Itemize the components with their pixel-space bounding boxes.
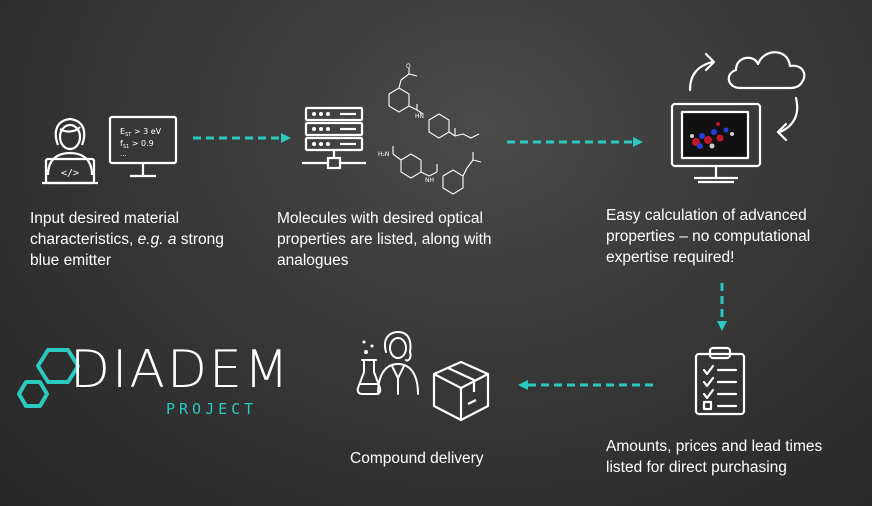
monitor-icon: EST > 3 eV fS1 > 0.9 ... (108, 115, 178, 178)
svg-text:H₂N: H₂N (378, 151, 389, 158)
person-laptop-icon: </> (42, 117, 98, 185)
server-icon (302, 106, 366, 170)
step-calculation-text: Easy calculation of advanced properties … (606, 207, 811, 266)
laptop-code-symbol: </> (61, 168, 79, 179)
clipboard-checklist-icon (694, 346, 746, 416)
dashed-arrow-icon (717, 283, 727, 331)
step-molecules-text: Molecules with desired optical propertie… (277, 210, 492, 269)
hexagon-logo-icon (17, 348, 80, 408)
package-box-icon (432, 360, 490, 422)
molecule-structure-icon: O HN H₂N NH (378, 63, 482, 195)
dashed-arrow-icon (507, 137, 643, 147)
logo-wordmark: DIADEM (70, 340, 291, 400)
cloud-sync-icon (688, 51, 806, 142)
step-delivery-text: Compound delivery (350, 450, 484, 467)
dashed-arrow-icon (518, 380, 656, 390)
svg-text:HN: HN (415, 113, 424, 120)
logo-subtitle: PROJECT (166, 400, 258, 418)
step-purchasing-text: Amounts, prices and lead times listed fo… (606, 438, 823, 476)
svg-text:O: O (406, 63, 411, 70)
computer-monitor-icon (670, 102, 762, 184)
scientist-icon (356, 331, 419, 395)
dashed-arrow-icon (193, 133, 291, 143)
screen-energy-label: E (120, 127, 125, 136)
svg-text:fS1 > 0.9: fS1 > 0.9 (120, 139, 154, 150)
step-input-text: Input desired material characteristics, … (30, 210, 224, 269)
screen-oscillator-label: f (120, 139, 123, 148)
svg-text:NH: NH (425, 177, 434, 184)
svg-text:EST > 3 eV: EST > 3 eV (120, 127, 162, 138)
screen-ellipsis: ... (120, 150, 127, 158)
